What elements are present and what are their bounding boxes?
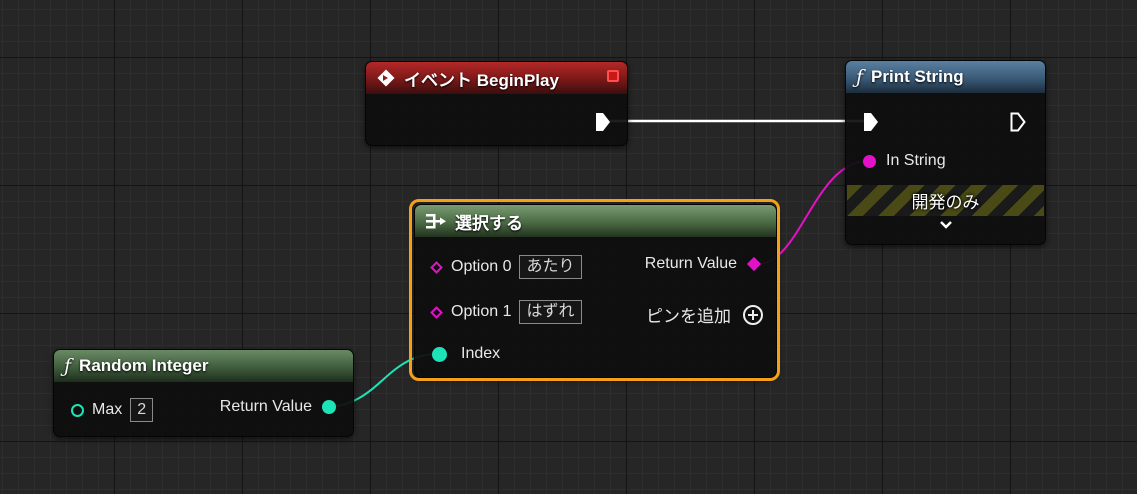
random-node-title: Random Integer bbox=[79, 356, 209, 375]
event-node-title: イベント BeginPlay bbox=[404, 70, 559, 90]
exec-out-pin[interactable] bbox=[595, 112, 611, 137]
random-return-label: Return Value bbox=[219, 398, 312, 415]
index-label: Index bbox=[461, 345, 501, 362]
option0-value-field[interactable]: あたり bbox=[519, 255, 582, 279]
index-row: Index bbox=[432, 345, 500, 363]
max-row: Max 2 bbox=[71, 398, 154, 422]
expand-advanced-button[interactable] bbox=[846, 217, 1045, 235]
select-node-title: 選択する bbox=[455, 213, 523, 233]
in-string-pin[interactable] bbox=[863, 154, 876, 168]
max-value-field[interactable]: 2 bbox=[130, 398, 154, 422]
select-node-header[interactable]: 選択する bbox=[415, 205, 776, 237]
random-node-header[interactable]: ƒ Random Integer bbox=[54, 350, 353, 382]
event-beginplay-node[interactable]: イベント BeginPlay bbox=[365, 61, 628, 146]
option0-label: Option 0 bbox=[451, 258, 512, 275]
select-return-row: Return Value bbox=[644, 255, 762, 273]
exec-out-pin-hollow[interactable] bbox=[1010, 112, 1026, 137]
function-icon: ƒ bbox=[64, 355, 72, 377]
option1-value-field[interactable]: はずれ bbox=[519, 300, 582, 324]
select-icon bbox=[425, 212, 447, 230]
event-diamond-icon bbox=[376, 68, 396, 88]
select-return-label: Return Value bbox=[644, 255, 737, 272]
select-return-pin[interactable] bbox=[746, 256, 762, 272]
delegate-square-icon[interactable] bbox=[607, 70, 619, 82]
option0-pin[interactable] bbox=[430, 260, 443, 274]
select-node[interactable]: 選択する Option 0 あたり Option 1 はずれ Index Ret… bbox=[414, 204, 777, 378]
option1-row: Option 1 はずれ bbox=[430, 300, 582, 324]
option0-row: Option 0 あたり bbox=[430, 255, 582, 279]
print-node-header[interactable]: ƒ Print String bbox=[846, 61, 1045, 93]
add-pin-row[interactable]: ピンを追加 bbox=[646, 302, 763, 327]
chevron-down-icon[interactable] bbox=[939, 220, 953, 230]
print-string-node[interactable]: ƒ Print String In String 開発のみ bbox=[845, 60, 1046, 245]
option1-pin[interactable] bbox=[430, 305, 443, 319]
event-node-header[interactable]: イベント BeginPlay bbox=[366, 62, 627, 94]
max-pin[interactable] bbox=[71, 403, 84, 417]
in-string-label: In String bbox=[886, 152, 946, 169]
print-node-title: Print String bbox=[871, 67, 964, 86]
development-only-banner: 開発のみ bbox=[847, 185, 1044, 216]
random-return-pin[interactable] bbox=[322, 400, 336, 414]
random-return-row: Return Value bbox=[220, 398, 336, 416]
exec-in-pin[interactable] bbox=[863, 112, 879, 137]
function-icon: ƒ bbox=[856, 66, 864, 88]
development-only-label: 開発のみ bbox=[911, 193, 980, 212]
option1-label: Option 1 bbox=[451, 303, 512, 320]
max-label: Max bbox=[92, 401, 123, 418]
add-pin-label[interactable]: ピンを追加 bbox=[646, 307, 731, 326]
add-pin-icon[interactable] bbox=[743, 304, 763, 325]
random-integer-node[interactable]: ƒ Random Integer Max 2 Return Value bbox=[53, 349, 354, 437]
in-string-row: In String bbox=[863, 152, 946, 170]
index-pin[interactable] bbox=[432, 346, 447, 362]
